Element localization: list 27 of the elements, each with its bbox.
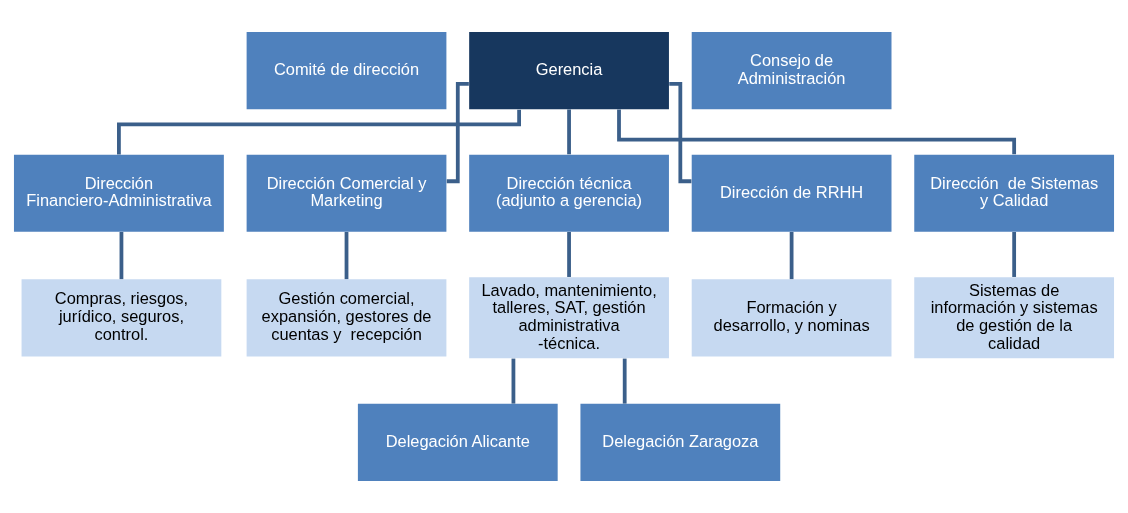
node-box: Gestión comercial, expansión, gestores de cuentas y recepción [246,279,447,357]
node-box: Dirección de Sistemas y Calidad [914,154,1115,232]
node-box: Dirección Comercial y Marketing [246,154,447,232]
node-box: Delegación Zaragoza [580,403,781,481]
node-box: Lavado, mantenimiento, talleres, SAT, gestión administrativa -técnica. [469,277,669,359]
connector [789,232,794,280]
connector [622,358,627,404]
connector [567,232,571,277]
connector [511,358,516,404]
connector [117,109,521,155]
node-box: Delegación Alicante [357,403,558,481]
node-box: Dirección de RRHH [691,154,892,232]
node-box: Formación y desarrollo, y nominas [691,279,892,357]
node-box: Dirección técnica (adjunto a gerencia) [469,154,669,232]
node-box: Comité de dirección [246,32,447,110]
connector [617,109,1017,155]
connector [567,109,571,155]
connector [669,82,692,184]
node-box: Compras, riesgos, jurídico, seguros, control. [21,279,222,357]
node-box: Sistemas de información y sistemas de gestión de la calidad [914,277,1115,359]
connector [446,82,469,184]
node-box: Dirección Financiero-Administrativa [13,154,224,232]
connector [344,232,349,280]
connector [1012,232,1017,277]
node-box: Consejo de Administración [691,32,892,110]
node-box: Gerencia [469,32,669,110]
connector [119,232,124,280]
